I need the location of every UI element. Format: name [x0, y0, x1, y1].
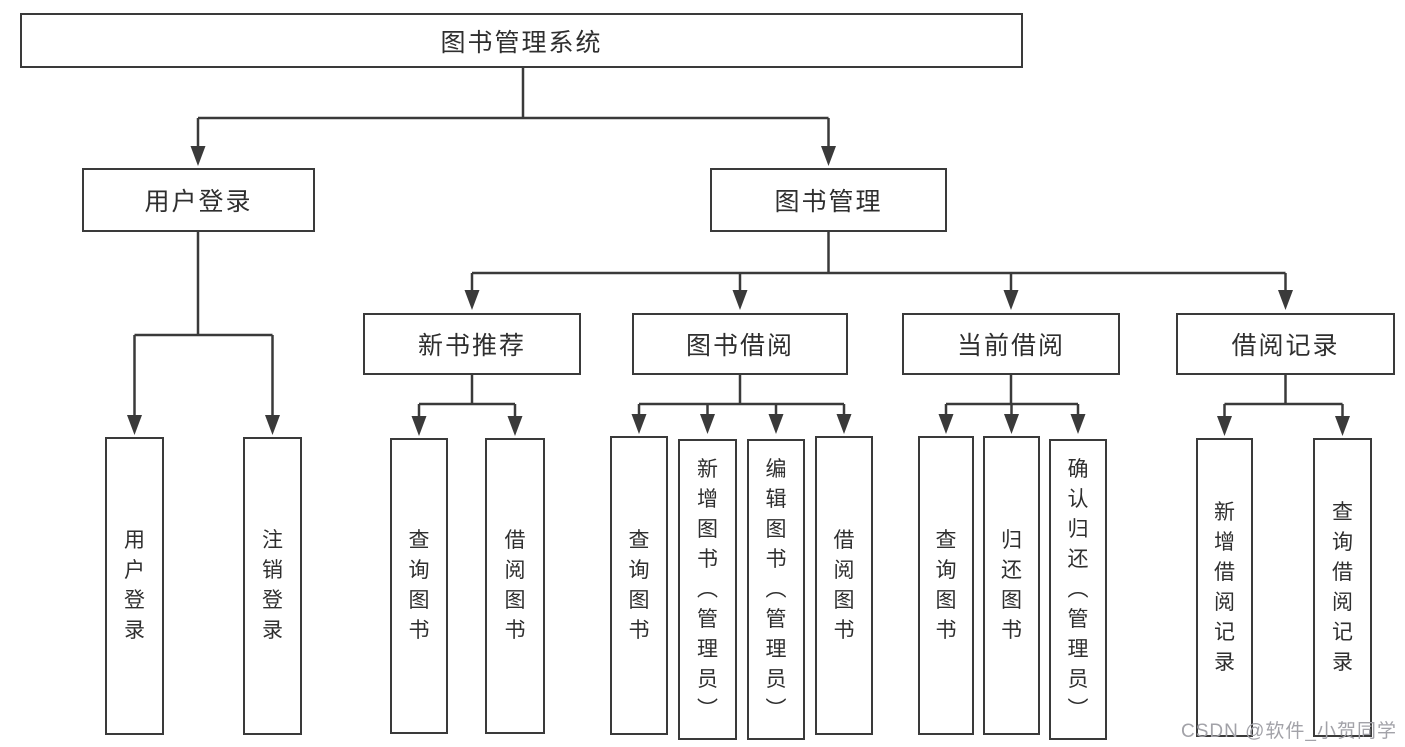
- leaf-borrow-book-2: 借阅图书: [815, 436, 873, 735]
- leaf-user-login-label: 用户登录: [124, 529, 145, 642]
- leaf-query-borrow-record: 查询借阅记录: [1313, 438, 1372, 737]
- leaf-query-book-1: 查询图书: [390, 438, 448, 734]
- leaf-query-book-1-label: 查询图书: [408, 529, 430, 642]
- node-book-management: 图书管理: [710, 168, 947, 232]
- node-user-login: 用户登录: [82, 168, 315, 232]
- leaf-confirm-return-admin: 确认归还︵管理员︶: [1049, 439, 1107, 740]
- leaf-add-book-admin-label: 新增图书︵管理员︶: [697, 457, 718, 721]
- leaf-query-book-3-label: 查询图书: [935, 528, 957, 642]
- leaf-confirm-return-admin-label: 确认归还︵管理员︶: [1067, 457, 1089, 721]
- leaf-add-book-admin: 新增图书︵管理员︶: [678, 439, 737, 740]
- node-book-borrow: 图书借阅: [632, 313, 848, 375]
- node-current-borrow: 当前借阅: [902, 313, 1120, 375]
- watermark: CSDN @软件_小贺同学: [1181, 721, 1397, 742]
- leaf-query-book-2: 查询图书: [610, 436, 668, 735]
- node-new-book-recommend: 新书推荐: [363, 313, 581, 375]
- leaf-edit-book-admin-label: 编辑图书︵管理员︶: [765, 457, 787, 721]
- leaf-return-book: 归还图书: [983, 436, 1040, 735]
- leaf-add-borrow-record: 新增借阅记录: [1196, 438, 1253, 737]
- node-library-system: 图书管理系统: [20, 13, 1023, 68]
- leaf-query-book-3: 查询图书: [918, 436, 974, 735]
- leaf-logout-label: 注销登录: [262, 529, 283, 642]
- node-borrow-record: 借阅记录: [1176, 313, 1395, 375]
- leaf-query-book-2-label: 查询图书: [628, 528, 650, 642]
- leaf-logout: 注销登录: [243, 437, 302, 735]
- leaf-borrow-book-1: 借阅图书: [485, 438, 545, 734]
- leaf-query-borrow-record-label: 查询借阅记录: [1332, 500, 1353, 674]
- leaf-return-book-label: 归还图书: [1001, 528, 1022, 642]
- leaf-borrow-book-1-label: 借阅图书: [504, 529, 526, 642]
- leaf-edit-book-admin: 编辑图书︵管理员︶: [747, 439, 805, 740]
- leaf-add-borrow-record-label: 新增借阅记录: [1214, 500, 1235, 674]
- leaf-user-login: 用户登录: [105, 437, 164, 735]
- leaf-borrow-book-2-label: 借阅图书: [833, 528, 855, 642]
